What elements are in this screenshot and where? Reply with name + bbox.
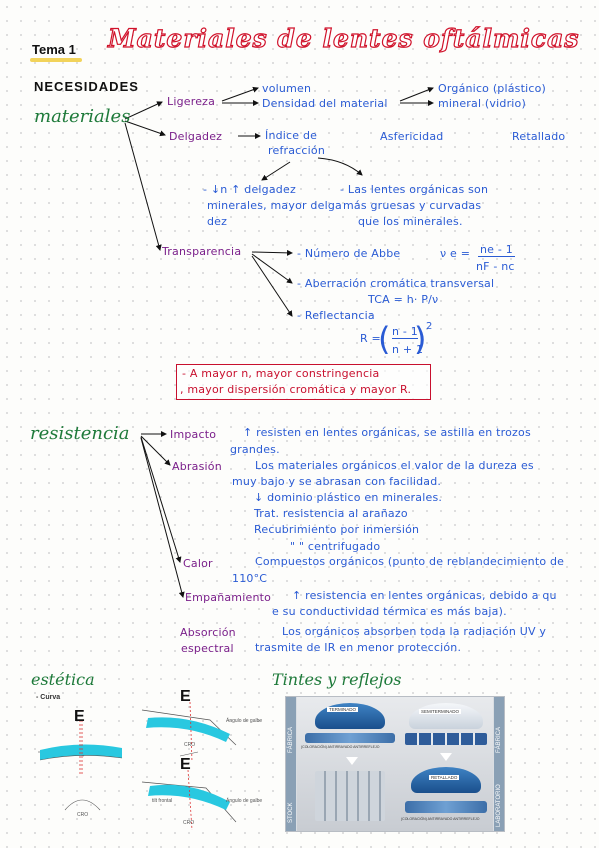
label-espectral: espectral — [181, 642, 234, 655]
text-abbe: - Número de Abbe — [297, 247, 401, 260]
row-labels-retallado: (COLORACIÓN) ANTIRRAYADO ANTIRREFLEJO — [401, 817, 480, 821]
text-retallado: Retallado — [512, 130, 566, 143]
label-retallado: RETALLADO — [429, 775, 460, 780]
text-densidad: Densidad del material — [262, 97, 388, 110]
row-labels-terminado: (COLORACIÓN) ANTIRRAYADO ANTIRREFLEJO — [301, 745, 380, 749]
panel-semiterminado: SEMITERMINADO RETALLADO (COLORACIÓN) ANT… — [399, 697, 493, 831]
label-transparencia: Transparencia — [162, 245, 242, 258]
strip-right — [494, 697, 504, 831]
abbe-formula-numerator: ne - 1 — [478, 243, 515, 257]
r-formula-lhs: R = — [360, 332, 381, 345]
r-formula-exponent: 2 — [426, 321, 433, 332]
label-ligereza: Ligereza — [167, 95, 216, 108]
impacto-line-2: grandes. — [230, 443, 280, 456]
absorcion-line-2: trasmite de IR en menor protección. — [255, 641, 462, 654]
r-formula-denominator: n + 1 — [392, 343, 424, 356]
note-organicas-line-2: más gruesas y curvadas — [343, 199, 482, 212]
lens-row-retallado — [405, 801, 487, 813]
heading-materiales: materiales — [34, 106, 131, 127]
page-title: Materiales de lentes oftálmicas — [107, 23, 580, 53]
lens-row-terminado — [305, 733, 395, 743]
label-tilt: tilt frontal — [152, 798, 173, 804]
text-indice-1: Índice de — [265, 129, 318, 142]
abrasion-line-1: Los materiales orgánicos el valor de la … — [255, 459, 534, 472]
label-fabrica-right: FÁBRICA — [496, 726, 502, 753]
letter-e-left: E — [74, 708, 85, 725]
label-angulo-galbe-top: Ángulo de galbe — [226, 718, 263, 724]
boxes-stock — [315, 771, 385, 821]
text-volumen: volumen — [262, 82, 312, 95]
section-title-necesidades: NECESIDADES — [34, 79, 139, 94]
impacto-line-1: ↑ resisten en lentes orgánicas, se astil… — [243, 426, 531, 439]
text-mineral: mineral (vidrio) — [438, 97, 526, 110]
lens-retallado — [411, 767, 481, 793]
heading-resistencia: resistencia — [30, 423, 130, 444]
text-indice-2: refracción — [268, 144, 326, 157]
note-delgadez-line-3: dez — [207, 215, 228, 228]
empanamiento-line-1: ↑ resistencia en lentes orgánicas, debid… — [292, 589, 557, 602]
label-angulo-galbe-bottom: Ángulo de galbe — [226, 798, 263, 804]
tema-label: Tema 1 — [32, 42, 76, 57]
label-terminado: TERMINADO — [327, 707, 358, 712]
heading-tintes-reflejos: Tintes y reflejos — [272, 670, 402, 689]
absorcion-line-1: Los orgánicos absorben toda la radiación… — [282, 625, 547, 638]
label-calor: Calor — [183, 557, 213, 570]
text-reflectancia: - Reflectancia — [297, 309, 375, 322]
label-absorcion: Absorción — [180, 626, 236, 639]
abbe-formula-lhs: ν e = — [440, 247, 471, 260]
red-note-line-1: - A mayor n, mayor constringencia — [182, 367, 380, 380]
abrasion-line-3: ↓ dominio plástico en minerales. — [254, 491, 443, 504]
heading-estetica: estética — [31, 670, 95, 689]
boxes-semiterminado — [405, 733, 487, 745]
label-laboratorio: LABORATORIO — [496, 784, 502, 827]
letter-e-top-right: E — [180, 688, 191, 705]
label-cro-top: CRO — [184, 742, 196, 748]
note-organicas-line-1: - Las lentes orgánicas son — [340, 183, 489, 196]
calor-line-1: Compuestos orgánicos (punto de reblandec… — [255, 555, 565, 568]
note-box-constringencia — [176, 364, 431, 400]
figure-lens-production: FÁBRICA STOCK FÁBRICA LABORATORIO TERMIN… — [285, 696, 505, 832]
note-delgadez-line-1: - ↓n ↑ delgadez — [203, 183, 296, 196]
strip-left — [286, 697, 296, 831]
label-delgadez: Delgadez — [169, 130, 223, 143]
label-cro-bottom: CRO — [183, 820, 195, 826]
text-tca-formula: TCA = h· P/ν — [368, 293, 439, 306]
note-delgadez-line-2: minerales, mayor delga — [207, 199, 342, 212]
label-cro-left: CRO — [77, 812, 89, 818]
red-note-line-2: , mayor dispersión cromática y mayor R. — [180, 383, 412, 396]
text-aberracion: - Aberración cromática transversal — [297, 277, 495, 290]
empanamiento-line-2: e su conductividad térmica es más baja). — [272, 605, 507, 618]
calor-line-2: 110°C — [232, 572, 268, 585]
letter-e-bottom-right: E — [180, 756, 191, 773]
arrow-down-icon — [346, 757, 358, 765]
r-formula-paren-right: ) — [414, 320, 427, 358]
panel-terminado: TERMINADO (COLORACIÓN) ANTIRRAYADO ANTIR… — [297, 697, 403, 831]
figure-curva-galbe: - Curva E E E Ángulo de galbe Ángulo de … — [30, 688, 262, 830]
arrow-down-icon-2 — [440, 753, 452, 761]
abrasion-line-2: muy bajo y se abrasan con facilidad. — [232, 475, 442, 488]
label-impacto: Impacto — [170, 428, 217, 441]
label-stock: STOCK — [288, 802, 294, 823]
label-empanamiento: Empañamiento — [185, 591, 272, 604]
abrasion-line-6: " " centrifugado — [290, 540, 381, 553]
label-semiterminado: SEMITERMINADO — [419, 709, 462, 714]
lens-semiterminado — [409, 703, 483, 729]
r-formula-paren-left: ( — [378, 320, 391, 358]
r-formula-numerator: n - 1 — [392, 325, 418, 339]
abbe-formula-denominator: nF - nc — [476, 260, 515, 273]
label-fabrica-left: FÁBRICA — [288, 726, 294, 753]
abrasion-line-4: Trat. resistencia al arañazo — [254, 507, 408, 520]
text-organico: Orgánico (plástico) — [438, 82, 547, 95]
tema-highlight — [30, 58, 82, 62]
curva-diagram — [38, 701, 237, 830]
label-abrasion: Abrasión — [172, 460, 222, 473]
curva-label: - Curva — [36, 694, 61, 701]
abrasion-line-5: Recubrimiento por inmersión — [254, 523, 420, 536]
note-organicas-line-3: que los minerales. — [358, 215, 463, 228]
text-asfericidad: Asfericidad — [380, 130, 444, 143]
